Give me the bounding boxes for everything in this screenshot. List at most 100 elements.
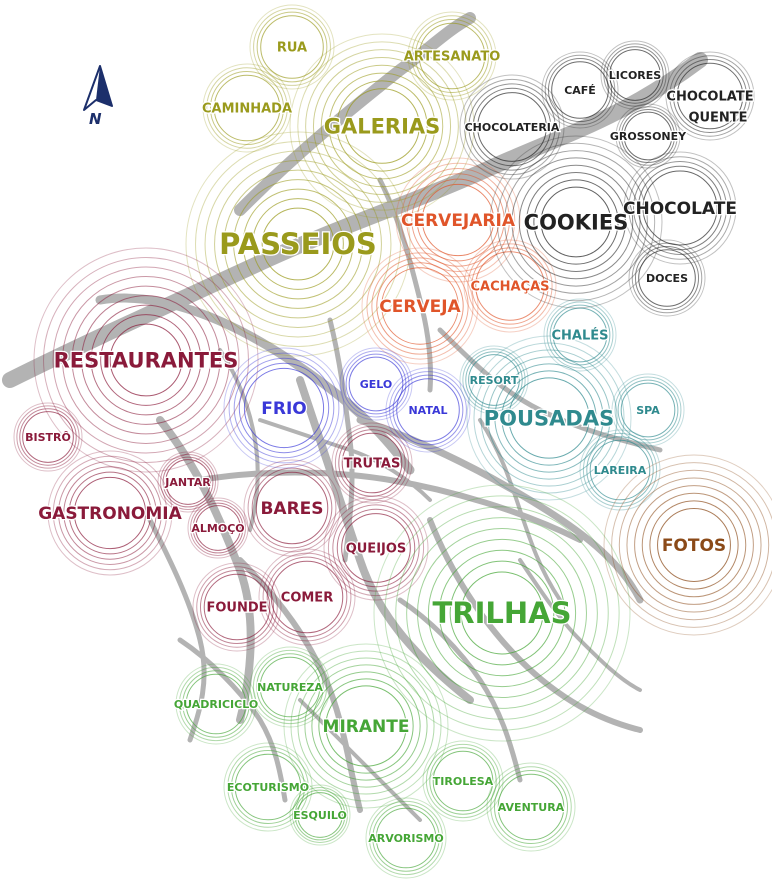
bubble-ring — [332, 504, 420, 592]
bubble-ring — [238, 362, 330, 454]
bubble-ring — [467, 243, 553, 329]
bubble-ring — [508, 377, 590, 459]
bubble-ring — [417, 528, 587, 698]
bubble-ring — [579, 429, 661, 511]
bubble-ring — [620, 108, 676, 164]
bubble-ring — [406, 517, 598, 709]
bubble-ring — [252, 198, 344, 290]
bubble-ring — [372, 804, 440, 872]
bubble-ring — [407, 11, 497, 101]
bubble-ring — [501, 370, 597, 466]
bubble-ring — [325, 685, 407, 767]
founde-bubble — [192, 562, 282, 652]
label-restaurantes: RESTAURANTES — [54, 348, 239, 372]
label-spa: SPA — [636, 404, 660, 417]
chales-bubble — [543, 298, 617, 372]
bubble-ring — [331, 422, 413, 504]
grossoney-bubble — [615, 103, 681, 169]
bubble-ring — [533, 179, 619, 265]
bubble-ring — [490, 766, 572, 848]
bubble-ring — [411, 15, 493, 97]
label-gastronomia: GASTRONOMIA — [38, 504, 182, 524]
bubble-ring — [328, 72, 436, 180]
bubble-ring — [589, 439, 651, 501]
aventura-bubble — [486, 762, 576, 852]
label-galerias: GALERIAS — [324, 114, 441, 138]
bubble-ring — [373, 484, 631, 742]
bubble-ring — [611, 373, 685, 447]
label-bistro: BISTRÔ — [25, 431, 71, 444]
bubble-ring — [249, 4, 335, 90]
chocolate-bubble — [623, 151, 737, 265]
bubble-ring — [366, 252, 474, 360]
rua-bubble — [249, 4, 335, 90]
bistro-bubble — [13, 402, 83, 472]
chocolateria-bubble — [459, 74, 565, 180]
bubble-ring — [496, 142, 656, 302]
road-segment — [95, 293, 415, 475]
bubble-ring — [192, 502, 244, 554]
north-arrow-shade — [96, 66, 112, 106]
bubble-ring — [223, 169, 373, 319]
bubble-ring — [243, 459, 341, 557]
gelo-bubble — [339, 347, 413, 421]
bubble-ring — [344, 88, 420, 164]
cervejaria-bubble — [395, 157, 521, 283]
bubble-ring — [68, 471, 152, 555]
road-segment — [218, 348, 260, 532]
bubble-ring — [669, 55, 751, 137]
label-fotos: FOTOS — [662, 536, 726, 556]
road-segment — [518, 558, 642, 692]
bubble-layer — [13, 4, 772, 879]
bubble-ring — [642, 170, 718, 246]
bubble-ring — [320, 64, 444, 188]
bubble-ring — [641, 492, 747, 598]
bubble-ring — [376, 262, 464, 350]
bubble-ring — [339, 347, 413, 421]
bubble-ring — [631, 242, 703, 314]
road-segment — [234, 12, 476, 216]
bubble-ring — [289, 33, 475, 219]
label-arvorismo: ARVORISMO — [368, 832, 443, 845]
label-cerveja: CERVEJA — [379, 297, 461, 317]
bubble-ring — [375, 807, 437, 869]
label-chales: CHALÉS — [551, 328, 608, 344]
road-segment — [327, 317, 355, 563]
bubble-ring — [385, 367, 471, 453]
bubble-ring — [252, 649, 328, 725]
label-almoco: ALMOÇO — [191, 522, 244, 535]
frio-bubble — [223, 347, 345, 469]
bubble-ring — [255, 471, 329, 545]
bubble-ring — [414, 18, 490, 94]
label-resort: RESORT — [470, 374, 519, 387]
bubble-ring — [617, 379, 679, 441]
bubble-ring — [202, 63, 292, 153]
bubble-ring — [472, 87, 552, 167]
bubble-ring — [52, 455, 168, 571]
doces-bubble — [628, 239, 706, 317]
bubble-ring — [672, 58, 748, 134]
bubble-ring — [541, 51, 619, 129]
bubble-ring — [100, 314, 192, 406]
bubble-ring — [473, 342, 625, 494]
bubble-ring — [429, 747, 497, 815]
bubble-ring — [634, 485, 754, 605]
esquilo-bubble — [289, 784, 351, 846]
chocolate-quente-1-bubble — [665, 51, 755, 141]
bubble-ring — [109, 323, 183, 397]
bubble-ring — [157, 451, 219, 513]
bubble-ring — [228, 352, 340, 464]
bubble-ring — [243, 367, 325, 449]
label-comer: COMER — [281, 591, 333, 606]
bubble-ring — [341, 513, 411, 583]
bubble-ring — [162, 456, 214, 508]
bubble-ring — [311, 671, 421, 781]
label-frio: FRIO — [261, 399, 306, 419]
label-cookies: COOKIES — [524, 210, 629, 234]
label-chocolateria: CHOCOLATERIA — [465, 121, 560, 134]
bubble-ring — [614, 376, 682, 444]
label-cafe: CAFÉ — [564, 84, 596, 97]
bubble-ring — [466, 335, 632, 501]
bubble-ring — [182, 670, 250, 738]
label-esquilo: ESQUILO — [293, 809, 347, 822]
